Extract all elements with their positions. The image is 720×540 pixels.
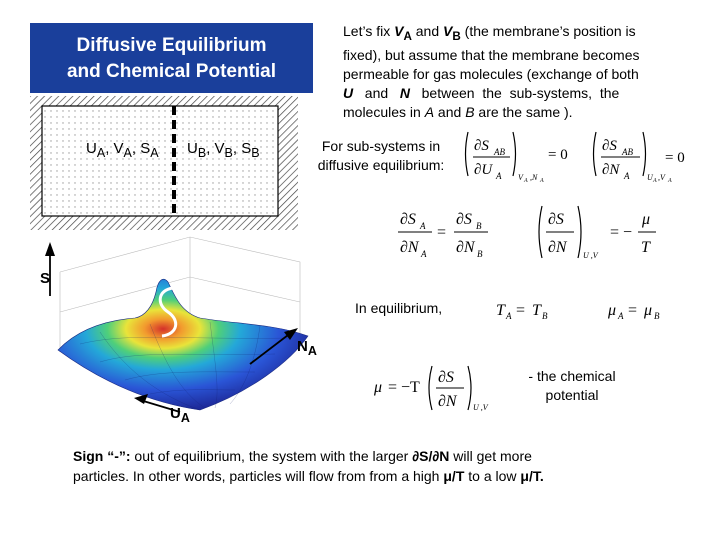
svg-text:= −T: = −T [388, 379, 420, 396]
intro-line-3: permeable for gas molecules (exchange of… [343, 65, 685, 84]
svg-text:μ: μ [373, 379, 382, 396]
title-line-1: Diffusive Equilibrium [30, 33, 313, 59]
svg-text:B: B [476, 221, 482, 231]
svg-text:=: = [516, 302, 525, 319]
sign-note-line-1: Sign “-”: out of equilibrium, the system… [73, 446, 685, 466]
entropy-surface-plot [40, 232, 340, 432]
intro-line-5: molecules in A and B are the same ). [343, 103, 685, 122]
svg-text:=: = [437, 224, 446, 241]
n-axis-label: NA [297, 338, 317, 358]
svg-text:U ,V: U ,V [583, 251, 599, 260]
svg-text:= −: = − [610, 224, 632, 241]
svg-text:∂N: ∂N [400, 239, 420, 256]
svg-text:B: B [654, 311, 660, 321]
svg-text:A: A [623, 171, 630, 181]
svg-text:,N: ,N [530, 173, 538, 182]
svg-text:∂N: ∂N [548, 239, 568, 256]
svg-text:∂S: ∂S [474, 138, 489, 154]
svg-text:A: A [667, 178, 672, 184]
svg-text:A: A [539, 178, 544, 184]
in-equilibrium-label: In equilibrium, [355, 300, 442, 316]
svg-text:μ: μ [607, 302, 616, 319]
svg-text:AB: AB [493, 147, 505, 157]
sign-note: Sign “-”: out of equilibrium, the system… [73, 446, 685, 486]
svg-text:= 0: = 0 [548, 147, 568, 163]
svg-text:A: A [523, 178, 528, 184]
svg-text:∂S: ∂S [456, 211, 472, 228]
svg-text:A: A [495, 171, 502, 181]
svg-text:∂N: ∂N [438, 393, 458, 410]
svg-text:∂S: ∂S [548, 211, 564, 228]
svg-text:∂N: ∂N [456, 239, 476, 256]
intro-paragraph: Let’s fix VA and VB (the membrane’s posi… [343, 22, 685, 122]
svg-text:∂S: ∂S [602, 138, 617, 154]
surface-mesh [58, 279, 308, 410]
svg-text:= 0: = 0 [665, 150, 685, 166]
intro-line-4: U and N between the sub-systems, the [343, 84, 685, 103]
chemical-potential-equation: μ = −T ∂S ∂N U ,V [370, 360, 500, 416]
container-diagram [30, 96, 298, 230]
svg-text:AB: AB [621, 147, 633, 157]
svg-text:U ,V: U ,V [473, 403, 489, 412]
svg-text:B: B [477, 249, 483, 259]
svg-text:T: T [641, 239, 651, 256]
svg-text:μ: μ [643, 302, 652, 319]
svg-text:μ: μ [641, 211, 650, 228]
svg-text:A: A [652, 178, 657, 184]
svg-text:A: A [419, 221, 426, 231]
svg-text:A: A [505, 311, 512, 321]
subsystem-a-label: UA, VA, SA [86, 140, 159, 160]
svg-text:A: A [617, 311, 624, 321]
chemical-potential-label: - the chemical potential [512, 367, 632, 405]
svg-text:∂S: ∂S [400, 211, 416, 228]
intro-line-1: Let’s fix VA and VB (the membrane’s posi… [343, 22, 685, 46]
gas-chamber [42, 106, 278, 216]
sign-note-line-2: particles. In other words, particles wil… [73, 466, 685, 486]
svg-text:,V: ,V [658, 173, 666, 182]
svg-text:T: T [496, 302, 506, 319]
svg-text:=: = [628, 302, 637, 319]
u-axis-label: UA [170, 405, 190, 425]
svg-text:T: T [532, 302, 542, 319]
s-axis-label: S [40, 270, 50, 287]
intro-line-2: fixed), but assume that the membrane bec… [343, 46, 685, 65]
svg-text:B: B [542, 311, 548, 321]
svg-text:∂U: ∂U [474, 162, 493, 178]
subsystem-b-label: UB, VB, SB [187, 140, 260, 160]
diffusive-equilibrium-label: For sub-systems in diffusive equilibrium… [305, 137, 457, 175]
svg-text:∂N: ∂N [602, 162, 620, 178]
svg-text:∂S: ∂S [438, 369, 454, 386]
title-line-2: and Chemical Potential [30, 59, 313, 85]
svg-text:A: A [420, 249, 427, 259]
slide-title: Diffusive Equilibrium and Chemical Poten… [30, 23, 313, 93]
